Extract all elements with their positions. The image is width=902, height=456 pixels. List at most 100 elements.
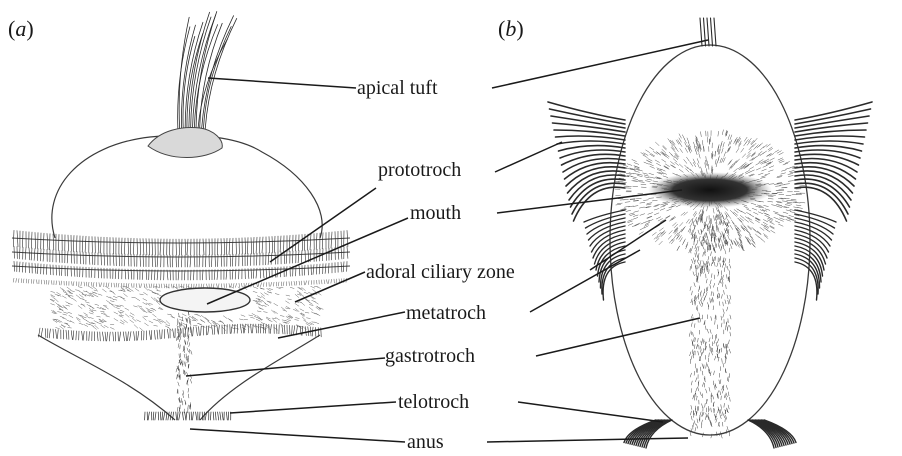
cilium <box>191 350 192 354</box>
larva-b-body <box>610 45 810 435</box>
cilium <box>747 209 752 211</box>
cilium <box>220 321 224 324</box>
larva-a-telotroch <box>145 412 231 420</box>
cilium <box>711 18 713 46</box>
cilium <box>73 331 74 340</box>
cilium <box>755 234 759 237</box>
cilium <box>770 158 774 160</box>
cilium <box>299 281 300 285</box>
cilium <box>106 286 110 289</box>
cilium <box>157 294 161 296</box>
cilium <box>94 295 98 297</box>
cilium <box>70 321 74 323</box>
cilium <box>728 235 730 240</box>
cilium <box>712 243 713 247</box>
cilium <box>686 169 690 173</box>
cilium <box>762 169 767 171</box>
cilium <box>730 300 731 304</box>
cilium <box>617 203 622 204</box>
cilium <box>770 222 775 224</box>
cilium <box>723 302 724 306</box>
cilium <box>138 331 139 340</box>
cilium <box>787 200 792 201</box>
cilium <box>744 206 749 208</box>
cilium <box>53 234 54 250</box>
cilium <box>326 249 327 261</box>
cilium <box>707 363 708 367</box>
cilium <box>734 169 738 172</box>
cilium <box>655 160 659 163</box>
cilium <box>49 329 50 338</box>
cilium <box>134 306 138 307</box>
cilium <box>702 140 703 145</box>
leader-apical-tuft-a <box>208 78 356 88</box>
cilium <box>666 216 670 219</box>
cilium <box>780 185 785 186</box>
cilium <box>782 201 787 202</box>
cilium <box>731 220 734 224</box>
cilium <box>710 372 711 376</box>
cilium <box>716 162 717 167</box>
cilium <box>304 265 305 275</box>
cilium <box>259 237 260 253</box>
cilium <box>727 295 728 299</box>
cilium <box>750 170 755 172</box>
cilium <box>13 230 14 246</box>
cilium <box>63 314 67 315</box>
cilium <box>85 302 89 303</box>
cilium <box>680 149 683 153</box>
cilium <box>109 332 110 341</box>
cilium <box>691 381 692 385</box>
cilium <box>118 283 119 287</box>
cilium <box>761 224 765 227</box>
cilium <box>249 315 253 316</box>
cilium <box>616 204 621 205</box>
cilium <box>69 315 73 317</box>
cilium <box>111 304 115 307</box>
cilium <box>781 170 786 171</box>
panel-label-a-letter: a <box>15 16 26 41</box>
cilium <box>710 329 711 333</box>
cilium <box>711 262 712 266</box>
cilium <box>728 300 729 304</box>
leader-apical-tuft-b <box>492 40 708 88</box>
cilium <box>723 363 724 367</box>
cilium <box>56 281 57 285</box>
cilium <box>78 287 82 288</box>
cilium <box>324 280 325 284</box>
cilium <box>655 142 659 145</box>
cilium <box>93 282 94 286</box>
cilium <box>130 313 134 315</box>
cilium <box>692 259 694 263</box>
cilium <box>331 279 332 283</box>
cilium <box>763 165 768 167</box>
cilium <box>68 312 72 313</box>
cilium <box>154 325 158 326</box>
cilium <box>736 159 739 163</box>
cilium <box>691 416 692 420</box>
cilium <box>701 346 702 350</box>
cilium <box>25 263 26 273</box>
cilium <box>200 319 204 322</box>
label-adoral-ciliary-zone: adoral ciliary zone <box>366 262 515 282</box>
cilium <box>790 210 795 211</box>
cilium <box>269 289 273 290</box>
cilium <box>150 310 154 311</box>
cilium <box>721 233 722 237</box>
cilium <box>308 281 309 285</box>
cilium <box>106 316 110 317</box>
cilium <box>697 424 698 428</box>
cilium <box>725 249 726 254</box>
cilium <box>626 210 631 211</box>
panel-label-a: (a) <box>8 18 34 40</box>
cilium <box>728 135 730 140</box>
cilium <box>701 242 702 246</box>
cilium <box>735 239 737 243</box>
cilium <box>691 323 692 327</box>
cilium <box>668 236 671 240</box>
cilium <box>273 319 277 322</box>
cilium <box>654 213 659 215</box>
cilium <box>197 314 201 316</box>
cilium <box>702 364 703 368</box>
